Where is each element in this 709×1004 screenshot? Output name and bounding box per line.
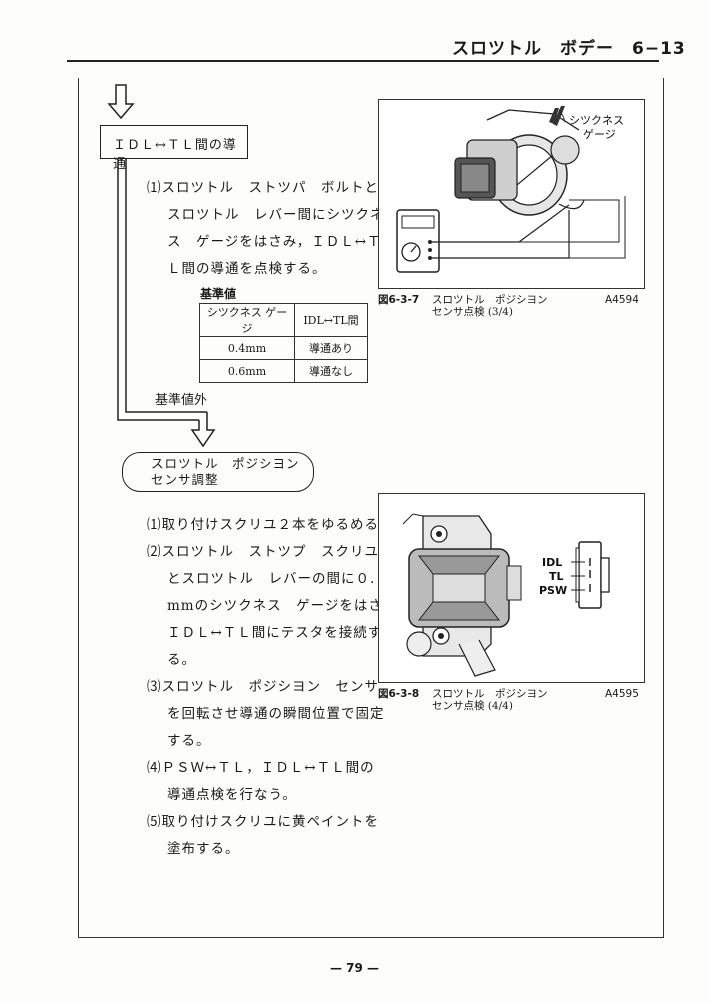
table-header: シツクネス ゲージ [199,303,295,337]
figure2-caption-line: センサ点検 (4/4) [432,700,513,712]
table-cell: 0.6mm [199,359,295,383]
step1-line: ⑴スロツトル ストツパ ボルトと [147,180,379,196]
connector-line-outer [117,159,199,421]
step2-line: ⑶スロツトル ポジシヨン センサ [147,679,379,695]
table-cell: 導通なし [294,359,368,383]
step1-line: スロツトル レバー間にシツクネ [167,207,385,223]
step2-line: ⑷ＰＳＷ↔ＴＬ，ＩＤＬ↔ＴＬ間の [147,760,375,776]
connector-label-psw: PSW [539,584,567,597]
table-cell: 0.4mm [199,336,295,360]
connector-line-inner [125,159,207,413]
content-frame [78,78,664,938]
step2-line: る。 [167,652,196,668]
adjust-box-line: スロツトル ポジシヨン [151,456,300,471]
step2-line: mmのシツクネス ゲージをはさみ， [167,598,412,614]
thickness-gauge-callout: シツクネス [569,114,624,127]
table-row: 0.4mm 導通あり [199,336,368,360]
down-arrow-icon [107,84,135,120]
figure1-code: A4594 [605,294,639,306]
figure1-caption-line: センサ点検 (3/4) [432,306,513,318]
figure-sensor-connector: IDL TL PSW [378,493,645,683]
figure1-caption: 図6-3-7 [378,294,419,306]
figure1-caption-text: スロツトル ポジシヨン センサ点検 (3/4) [432,294,548,318]
step2-line: ⑴取り付けスクリユ２本をゆるめる。 [147,517,394,533]
step2-text: ⑴取り付けスクリユ２本をゆるめる。 ⑵スロツトル ストツプ スクリユ とスロツト… [147,512,411,863]
step2-line: 導通点検を行なう。 [167,787,297,803]
figure2-caption-text: スロツトル ポジシヨン センサ点検 (4/4) [432,688,548,712]
header-rule [67,60,659,62]
step1-text: ⑴スロツトル ストツパ ボルトと スロツトル レバー間にシツクネ ス ゲージをは… [147,175,385,283]
figure-throttle-gauge: シツクネス ゲージ [378,99,645,289]
step2-line: 塗布する。 [167,841,240,857]
table-header: IDL↔TL間 [294,303,368,337]
page-title: スロツトル ボデー 6−13 [452,39,686,59]
outside-standard-label: 基準値外 [155,393,208,408]
step2-line: とスロツトル レバーの間に０.５ [167,571,390,587]
table-cell: 導通あり [294,336,368,360]
standard-value-label: 基準値 [200,287,237,301]
thickness-gauge-callout: ゲージ [583,128,616,141]
page-number: — 79 — [329,961,380,975]
standard-value-table: シツクネス ゲージ IDL↔TL間 0.4mm 導通あり 0.6mm 導通なし [199,303,368,383]
step2-line: を回転させ導通の瞬間位置で固定 [167,706,385,722]
step2-line: ⑵スロツトル ストツプ スクリユ [147,544,379,560]
figure1-caption-line: スロツトル ポジシヨン [432,294,548,306]
throttle-body-tester-illustration: シツクネス ゲージ [396,106,626,273]
figure2-caption: 図6-3-8 [378,688,419,700]
step2-line: ⑸取り付けスクリユに黄ペイントを [147,814,379,830]
down-arrow-icon [190,412,216,448]
step2-line: する。 [167,733,211,749]
position-sensor-illustration: IDL TL PSW [402,513,610,677]
figure2-code: A4595 [605,688,639,700]
table-row: 0.6mm 導通なし [199,359,368,383]
figure2-number: 図6-3-8 [378,688,420,700]
step1-line: Ｌ間の導通を点検する。 [167,261,327,277]
figure1-number: 図6-3-7 [378,294,420,306]
connector-label-tl: TL [549,570,564,583]
idl-tl-continuity-box: ＩＤＬ↔ＴＬ間の導通 [100,125,248,172]
figure2-caption-line: スロツトル ポジシヨン [432,688,548,700]
step1-line: ス ゲージをはさみ，ＩＤＬ↔Ｔ [167,234,382,250]
adjust-box-line: センサ調整 [151,472,219,487]
connector-label-idl: IDL [542,556,562,569]
step2-line: ＩＤＬ↔ＴＬ間にテスタを接続す [167,625,383,641]
sensor-adjust-box: スロツトル ポジシヨン センサ調整 [122,452,314,492]
